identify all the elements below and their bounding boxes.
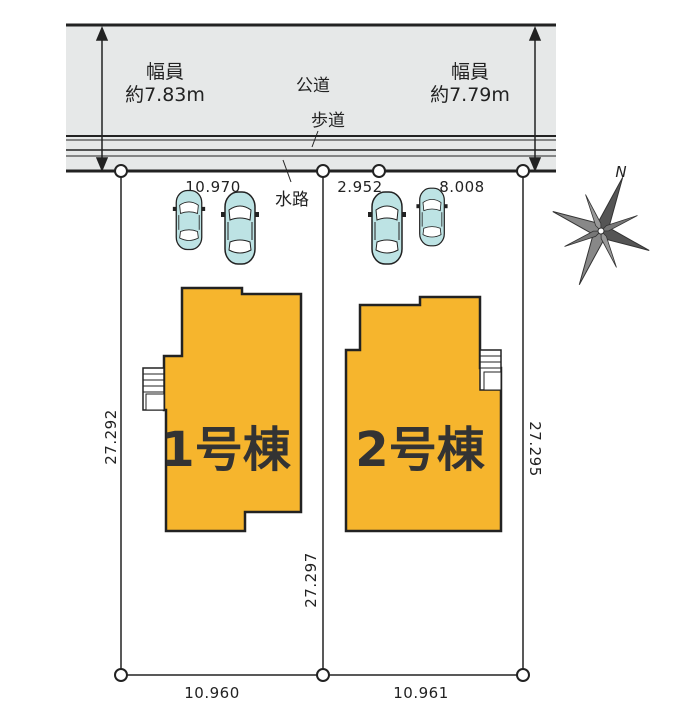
road-width-right-label: 幅員 bbox=[451, 61, 489, 83]
road-surface bbox=[66, 25, 556, 171]
boundary-marker bbox=[316, 668, 330, 682]
boundary-markers bbox=[114, 164, 530, 682]
building-2-label: 2号棟 bbox=[355, 422, 485, 478]
frontage-lot2-left: 2.952 bbox=[337, 178, 382, 196]
building-2: 2号棟 bbox=[344, 295, 503, 533]
bottom-lot1: 10.960 bbox=[184, 684, 240, 702]
boundary-marker bbox=[316, 164, 330, 178]
boundary-marker bbox=[114, 668, 128, 682]
building-1: 1号棟 bbox=[142, 286, 303, 533]
road-width-left-value: 約7.83m bbox=[125, 84, 205, 106]
depth-right: 27.295 bbox=[526, 421, 544, 477]
compass-north-label: N bbox=[615, 163, 626, 181]
car-icon bbox=[172, 189, 206, 251]
channel-leader bbox=[282, 159, 292, 183]
depth-left: 27.292 bbox=[102, 409, 120, 465]
road-width-left-label: 幅員 bbox=[146, 61, 184, 83]
building-1-stairs bbox=[142, 367, 165, 411]
building-2-stairs bbox=[479, 349, 502, 391]
road-label: 公道 bbox=[296, 76, 330, 96]
depth-middle: 27.297 bbox=[302, 552, 320, 608]
bottom-lot2: 10.961 bbox=[393, 684, 449, 702]
road-width-arrow-left bbox=[95, 26, 109, 172]
boundary-marker bbox=[516, 668, 530, 682]
boundary-marker bbox=[114, 164, 128, 178]
sidewalk-leader bbox=[311, 130, 319, 148]
sidewalk-label: 歩道 bbox=[311, 111, 345, 131]
channel-label: 水路 bbox=[275, 190, 309, 210]
car-icon bbox=[220, 191, 260, 265]
frontage-lot2-right: 8.008 bbox=[439, 178, 484, 196]
compass-icon bbox=[552, 176, 650, 286]
boundary-marker bbox=[516, 164, 530, 178]
road-width-arrow-right bbox=[528, 26, 542, 172]
building-1-label: 1号棟 bbox=[161, 422, 291, 478]
public-road bbox=[66, 23, 556, 173]
boundary-marker bbox=[372, 164, 386, 178]
car-icon bbox=[367, 191, 407, 265]
car-icon bbox=[415, 187, 449, 247]
road-width-right-value: 約7.79m bbox=[430, 84, 510, 106]
frontage-lot1: 10.970 bbox=[185, 178, 241, 196]
